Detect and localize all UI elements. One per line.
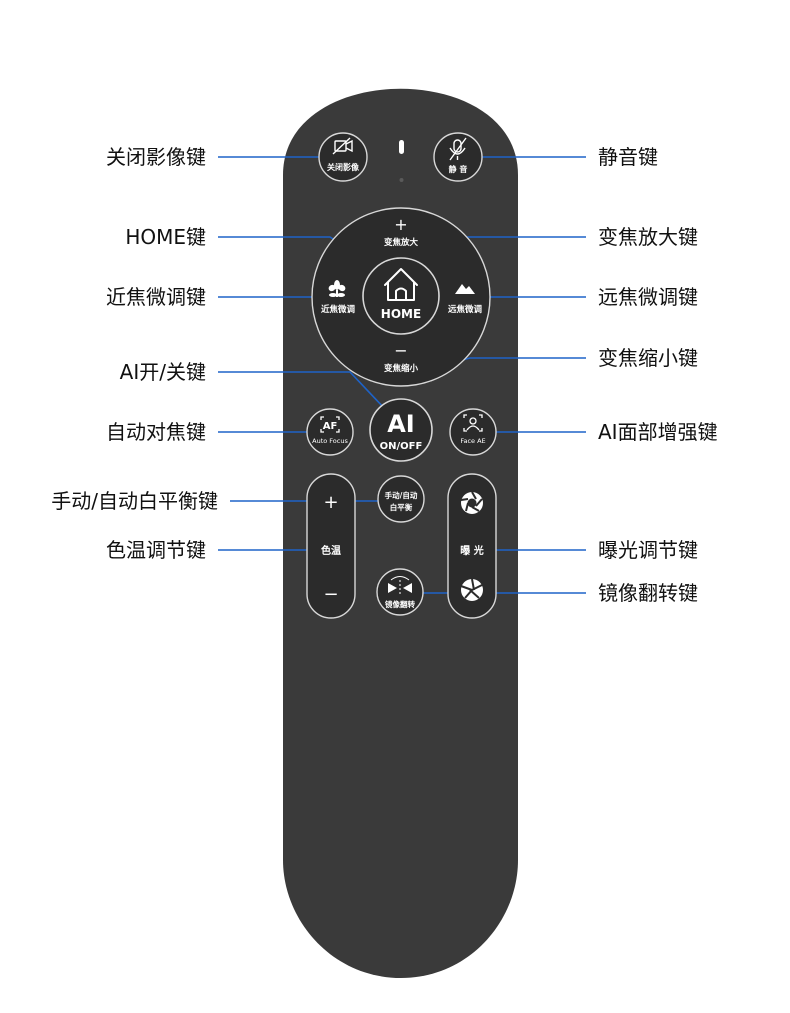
leader-ai — [218, 371, 387, 411]
callout-focus-far: 远焦微调键 — [598, 285, 698, 309]
callout-face-ae: AI面部增强键 — [598, 420, 718, 444]
auto-focus-button[interactable]: AF Auto Focus — [306, 408, 354, 456]
ai-label: AI — [387, 410, 415, 438]
house-icon — [384, 268, 418, 301]
auto-focus-label: Auto Focus — [312, 437, 348, 445]
zoom-out-label: 变焦缩小 — [384, 363, 419, 374]
mirror-flip-button[interactable]: 镜像翻转 — [376, 568, 424, 616]
aperture-open-icon[interactable] — [460, 491, 483, 514]
face-ae-button[interactable]: Face AE — [449, 408, 497, 456]
plus-icon: + — [394, 215, 407, 234]
aperture-closed-icon[interactable] — [460, 578, 483, 601]
mirror-flip-label: 镜像翻转 — [385, 599, 415, 609]
callout-mute: 静音键 — [598, 145, 658, 169]
callout-focus-near: 近焦微调键 — [106, 285, 206, 309]
callout-mirror: 镜像翻转键 — [598, 581, 698, 605]
exposure-rocker[interactable]: 曝 光 — [447, 473, 497, 619]
color-temp-minus[interactable]: − — [323, 584, 338, 605]
callout-ai: AI开/关键 — [119, 360, 206, 384]
callout-exposure: 曝光调节键 — [598, 538, 698, 562]
focus-far-label: 远焦微调 — [448, 304, 483, 315]
mic-off-icon — [449, 137, 467, 161]
callout-zoom-in: 变焦放大键 — [598, 225, 698, 249]
sensor-dot — [399, 178, 404, 182]
face-ae-label: Face AE — [460, 437, 485, 445]
color-temp-label: 色温 — [321, 544, 341, 557]
focus-near-label: 近焦微调 — [321, 304, 356, 315]
callout-af: 自动对焦键 — [106, 420, 206, 444]
minus-icon: − — [394, 341, 407, 360]
indicator-light — [399, 140, 404, 154]
mirror-flip-icon — [388, 576, 412, 596]
camera-off-button[interactable]: 关闭影像 — [318, 132, 368, 182]
ai-onoff-label: ON/OFF — [380, 441, 423, 452]
ai-toggle-button[interactable]: AI ON/OFF — [369, 398, 433, 462]
exposure-label: 曝 光 — [460, 544, 483, 557]
zoom-in-label: 变焦放大 — [384, 237, 419, 248]
camera-off-label: 关闭影像 — [327, 162, 360, 172]
zoom-in-button[interactable]: + 变焦放大 — [384, 215, 419, 248]
focus-frame-icon — [320, 416, 340, 433]
af-badge: AF — [323, 421, 338, 432]
callout-camera-off: 关闭影像键 — [106, 145, 206, 169]
callout-home: HOME键 — [125, 225, 206, 249]
camera-off-icon — [332, 137, 353, 155]
wb-label-line1: 手动/自动 — [385, 490, 418, 500]
white-balance-button[interactable]: 手动/自动 白平衡 — [377, 475, 425, 523]
home-label: HOME — [381, 307, 421, 321]
home-button[interactable]: HOME — [362, 257, 440, 335]
callout-color-temp: 色温调节键 — [106, 538, 206, 562]
color-temp-rocker[interactable]: + 色温 − — [306, 473, 356, 619]
color-temp-plus[interactable]: + — [323, 492, 338, 513]
flower-icon — [328, 280, 346, 297]
face-detect-icon — [463, 414, 483, 432]
mute-label: 静 音 — [449, 164, 468, 174]
focus-far-button[interactable]: 远焦微调 — [448, 284, 483, 315]
zoom-out-button[interactable]: − 变焦缩小 — [384, 341, 419, 374]
mute-button[interactable]: 静 音 — [433, 132, 483, 182]
callout-zoom-out: 变焦缩小键 — [598, 346, 698, 370]
wb-label-line2: 白平衡 — [390, 502, 413, 512]
callout-wb: 手动/自动白平衡键 — [51, 489, 218, 513]
mountain-icon — [455, 284, 475, 294]
focus-near-button[interactable]: 近焦微调 — [321, 280, 356, 315]
